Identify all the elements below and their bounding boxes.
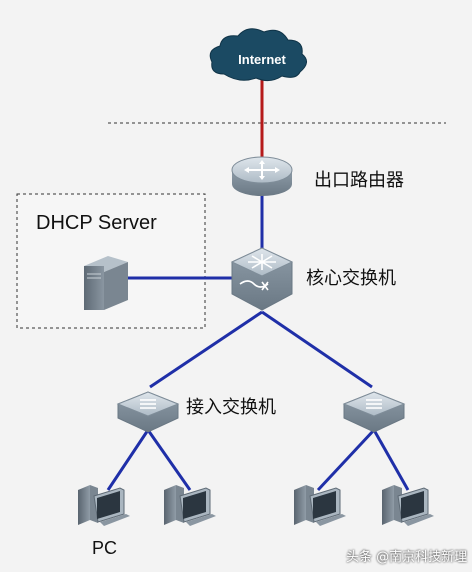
server-icon — [84, 256, 128, 310]
internet-label: Internet — [238, 52, 286, 67]
router-icon — [231, 156, 293, 196]
core-switch-icon — [230, 247, 294, 311]
pc-icon-2 — [164, 485, 216, 526]
dhcp-server-label: DHCP Server — [36, 212, 157, 234]
access-switch-right-icon — [342, 391, 406, 433]
router-label: 出口路由器 — [314, 170, 404, 191]
links — [106, 78, 410, 492]
access-right-pc1-link — [316, 428, 376, 492]
pc-icon-3 — [294, 485, 346, 526]
pc-icon-4 — [382, 485, 434, 526]
access-right-pc2-link — [372, 429, 410, 491]
core-access-left-link — [149, 310, 263, 389]
core-access-right-link — [261, 310, 373, 389]
internet-cloud-icon — [209, 28, 307, 82]
access-switch-label: 接入交换机 — [186, 397, 276, 418]
access-left-pc1-link — [106, 429, 150, 491]
pc-label: PC — [92, 538, 118, 558]
pc-icon-1 — [78, 485, 130, 526]
core-switch-label: 核心交换机 — [306, 268, 396, 289]
access-left-pc2-link — [146, 429, 192, 491]
access-switch-left-icon — [116, 391, 180, 433]
watermark: 头条 @南京科技新理 — [346, 550, 468, 565]
